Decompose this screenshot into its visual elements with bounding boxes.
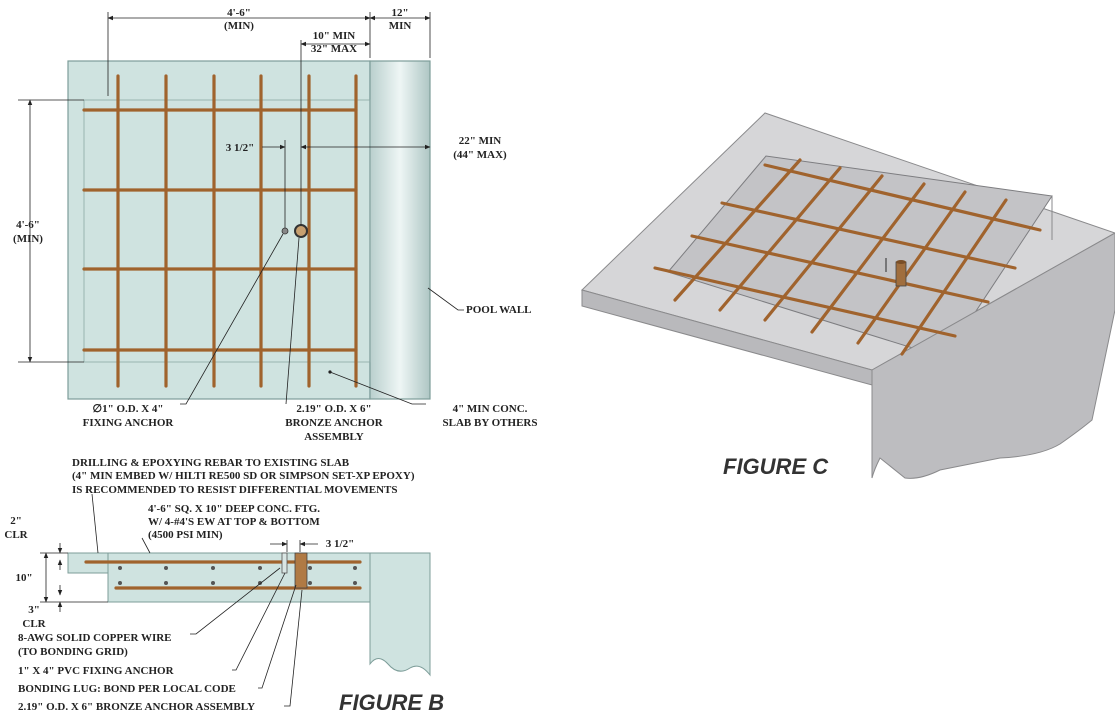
bronze-anchor-icon xyxy=(294,224,308,238)
clr-top-value: 2" xyxy=(10,515,22,527)
plan-dim-height-min: (MIN) xyxy=(13,233,43,245)
section-view: DRILLING & EPOXYING REBAR TO EXISTING SL… xyxy=(4,457,444,715)
plan-footing-outline xyxy=(83,99,371,363)
figure-c-label: FIGURE C xyxy=(723,454,829,479)
bronze-anchor-label-1: 2.19" O.D. X 6" xyxy=(296,403,371,415)
ftg-line-2: W/ 4-#4'S EW AT TOP & BOTTOM xyxy=(148,516,320,528)
plan-dim-anchor-gap: 3 1/2" xyxy=(226,142,254,154)
section-dim-gap: 3 1/2" xyxy=(326,538,354,550)
depth-value: 10" xyxy=(15,572,32,584)
ftg-line-3: (4500 PSI MIN) xyxy=(148,529,223,541)
plan-dim-width: 4'-6" xyxy=(227,7,251,19)
slab-label-2: SLAB BY OTHERS xyxy=(443,417,538,429)
wire-line-1: 8-AWG SOLID COPPER WIRE xyxy=(18,632,172,644)
wire-line-2: (TO BONDING GRID) xyxy=(18,646,128,658)
plan-dim-wall-min: MIN xyxy=(389,20,412,32)
iso-rebar-grid xyxy=(653,158,1042,356)
iso-anchor-icon xyxy=(895,261,907,287)
section-pvc-anchor-icon xyxy=(281,552,288,574)
iso-view: FIGURE C xyxy=(581,112,1115,479)
bronze-anchor-label-2: BRONZE ANCHOR xyxy=(285,417,384,429)
clr-top-label: CLR xyxy=(4,529,28,541)
iso-pool-wall xyxy=(871,232,1115,479)
bronze-anchor-label-3: ASSEMBLY xyxy=(304,431,364,443)
plan-pool-wall xyxy=(369,60,431,400)
plan-slab xyxy=(67,60,371,400)
pvc-anchor-label: 1" X 4" PVC FIXING ANCHOR xyxy=(18,665,175,677)
section-pool-wall xyxy=(369,552,431,677)
fixing-anchor-icon xyxy=(281,227,289,235)
clr-bottom-label: CLR xyxy=(22,618,46,630)
ftg-line-1: 4'-6" SQ. X 10" DEEP CONC. FTG. xyxy=(148,503,320,515)
section-bronze-anchor-icon xyxy=(294,552,308,589)
plan-dim-pool-max: (44" MAX) xyxy=(453,149,507,161)
plan-view: 4'-6" (MIN) 12" MIN 10" MIN 32" MAX 3 1/… xyxy=(13,7,537,443)
note-line-3: IS RECOMMENDED TO RESIST DIFFERENTIAL MO… xyxy=(72,484,397,496)
section-rebar-dots xyxy=(118,566,357,585)
slab-label-1: 4" MIN CONC. xyxy=(453,403,528,415)
plan-dim-wall: 12" xyxy=(391,7,408,19)
plan-dim-pool-min: 22" MIN xyxy=(459,135,502,147)
bonding-lug-label: BONDING LUG: BOND PER LOCAL CODE xyxy=(18,683,236,695)
fixing-anchor-label-2: FIXING ANCHOR xyxy=(83,417,175,429)
fixing-anchor-label-1: ∅1" O.D. X 4" xyxy=(93,403,164,415)
plan-dim-offset-max: 32" MAX xyxy=(311,43,357,55)
note-line-2: (4" MIN EMBED W/ HILTI RE500 SD OR SIMPS… xyxy=(72,470,415,482)
plan-dim-height: 4'-6" xyxy=(16,219,40,231)
plan-dim-width-min: (MIN) xyxy=(224,20,254,32)
pool-wall-label: POOL WALL xyxy=(466,304,532,316)
section-footing xyxy=(107,552,371,603)
figure-b-label: FIGURE B xyxy=(339,690,444,715)
clr-bottom-value: 3" xyxy=(28,604,40,616)
plan-rebar-grid xyxy=(82,74,358,388)
note-line-1: DRILLING & EPOXYING REBAR TO EXISTING SL… xyxy=(72,457,350,469)
bronze-assembly-label: 2.19" O.D. X 6" BRONZE ANCHOR ASSEMBLY xyxy=(18,701,255,713)
plan-dim-offset-min: 10" MIN xyxy=(313,30,356,42)
